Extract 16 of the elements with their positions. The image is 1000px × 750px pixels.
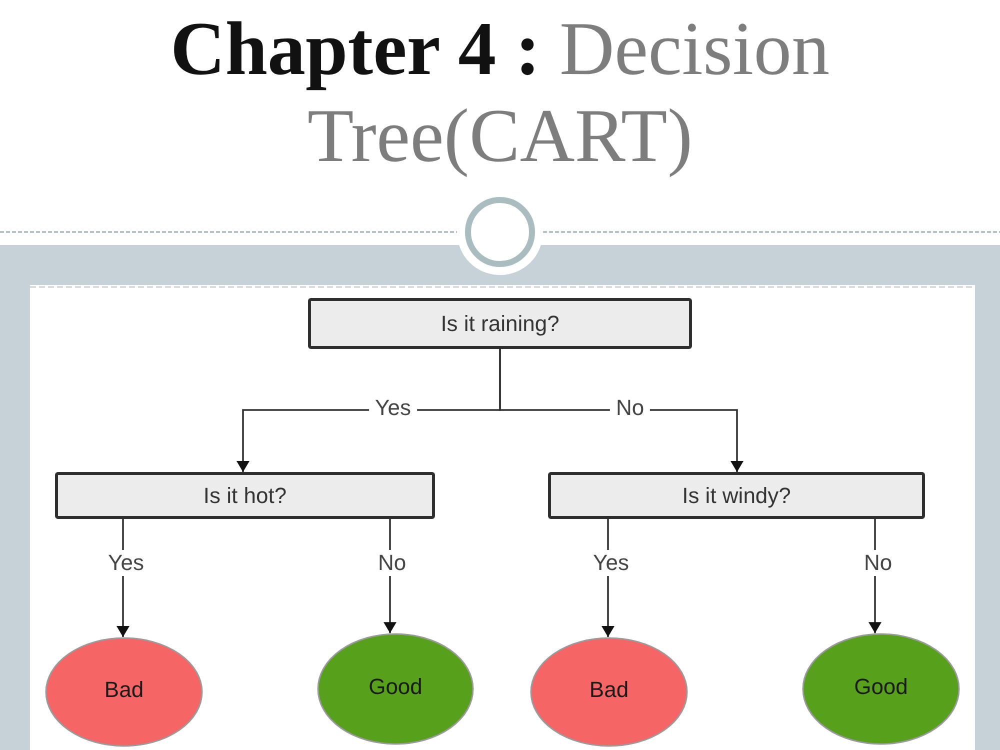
decision-box [548, 472, 925, 519]
outcome-text: Good [854, 674, 908, 700]
outcome-ellipse [317, 633, 474, 745]
arrow [499, 349, 742, 472]
slide-title: Chapter 4 : Decision Tree(CART) [169, 6, 831, 180]
outcome-text: Bad [104, 677, 144, 703]
outcome-text: Good [368, 674, 422, 700]
outcome-ellipse [530, 637, 688, 747]
decision-box [308, 298, 692, 349]
decision-box [55, 472, 435, 519]
question-text: Is it raining? [440, 310, 560, 336]
outcome-ellipse [45, 637, 203, 747]
outcome-text: Bad [589, 677, 629, 703]
outcome-ellipse [802, 633, 960, 745]
question-text: Is it hot? [203, 482, 287, 508]
question-text: Is it windy? [682, 482, 791, 508]
